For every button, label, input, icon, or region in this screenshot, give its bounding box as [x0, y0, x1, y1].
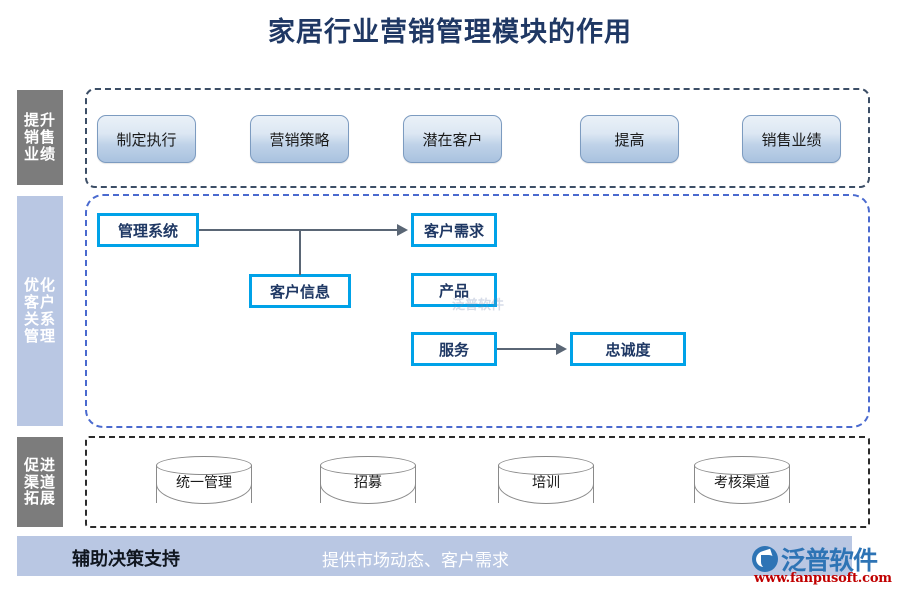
cylinder-label: 考核渠道	[714, 475, 770, 491]
cylinder-label: 统一管理	[176, 475, 232, 491]
brand-name: 泛普软件	[781, 546, 878, 575]
box-service[interactable]: 服务	[411, 332, 497, 366]
connector-service-to-loyalty	[497, 348, 557, 350]
page-title: 家居行业营销管理模块的作用	[268, 17, 632, 48]
footer-description: 提供市场动态、客户需求	[322, 551, 509, 571]
box-management-system[interactable]: 管理系统	[97, 213, 199, 247]
footer-bar	[17, 536, 852, 576]
section-label-line: 销售	[23, 128, 56, 147]
cylinder-unified-management[interactable]: 统一管理	[156, 456, 252, 512]
pill-button-improve[interactable]: 提高	[580, 115, 679, 163]
pill-button-execution[interactable]: 制定执行	[97, 115, 196, 163]
brand-row: 泛普软件	[752, 541, 878, 577]
box-loyalty[interactable]: 忠诚度	[570, 332, 686, 366]
connector-branch-to-customer-info	[299, 229, 301, 275]
section-label-channel: 促进 渠道 拓展	[17, 437, 63, 527]
footer-title: 辅助决策支持	[72, 549, 180, 570]
cylinder-top	[498, 456, 594, 475]
cylinder-recruitment[interactable]: 招募	[320, 456, 416, 512]
section-label-line: 提升	[23, 111, 56, 130]
cylinder-top	[320, 456, 416, 475]
cylinder-assessment-channel[interactable]: 考核渠道	[694, 456, 790, 512]
section-label-line: 关系	[23, 310, 56, 328]
section-label-crm: 优化 客户 关系 管理	[17, 196, 63, 426]
section-label-line: 客户	[23, 293, 56, 312]
section-label-line: 拓展	[23, 489, 56, 508]
cylinder-top	[156, 456, 252, 475]
swoosh-logo-icon	[752, 546, 778, 572]
arrowhead-loyalty	[556, 343, 567, 355]
box-customer-demand[interactable]: 客户需求	[411, 213, 497, 247]
cylinder-label: 招募	[354, 475, 382, 491]
brand-url: www.fanpusoft.com	[754, 571, 892, 586]
section-label-line: 管理	[23, 326, 56, 345]
pill-button-strategy[interactable]: 营销策略	[250, 115, 349, 163]
box-customer-info[interactable]: 客户信息	[249, 274, 351, 308]
arrowhead-demand	[397, 224, 408, 236]
section-frame-channel	[85, 436, 870, 528]
pill-button-prospects[interactable]: 潜在客户	[403, 115, 502, 163]
section-frame-crm	[85, 194, 870, 428]
cylinder-label: 培训	[532, 475, 560, 491]
section-label-line: 渠道	[23, 472, 56, 491]
section-label-line: 业绩	[23, 144, 56, 163]
section-frame-sales	[85, 88, 870, 188]
box-product[interactable]: 产品	[411, 273, 497, 307]
brand-logo: 泛普软件 www.fanpusoft.com	[752, 541, 892, 589]
pill-button-sales-perf[interactable]: 销售业绩	[742, 115, 841, 163]
section-label-line: 优化	[23, 276, 56, 295]
cylinder-training[interactable]: 培训	[498, 456, 594, 512]
section-label-line: 促进	[23, 455, 56, 474]
cylinder-top	[694, 456, 790, 475]
connector-management-to-demand	[199, 229, 397, 231]
section-label-sales: 提升 销售 业绩	[17, 90, 63, 185]
